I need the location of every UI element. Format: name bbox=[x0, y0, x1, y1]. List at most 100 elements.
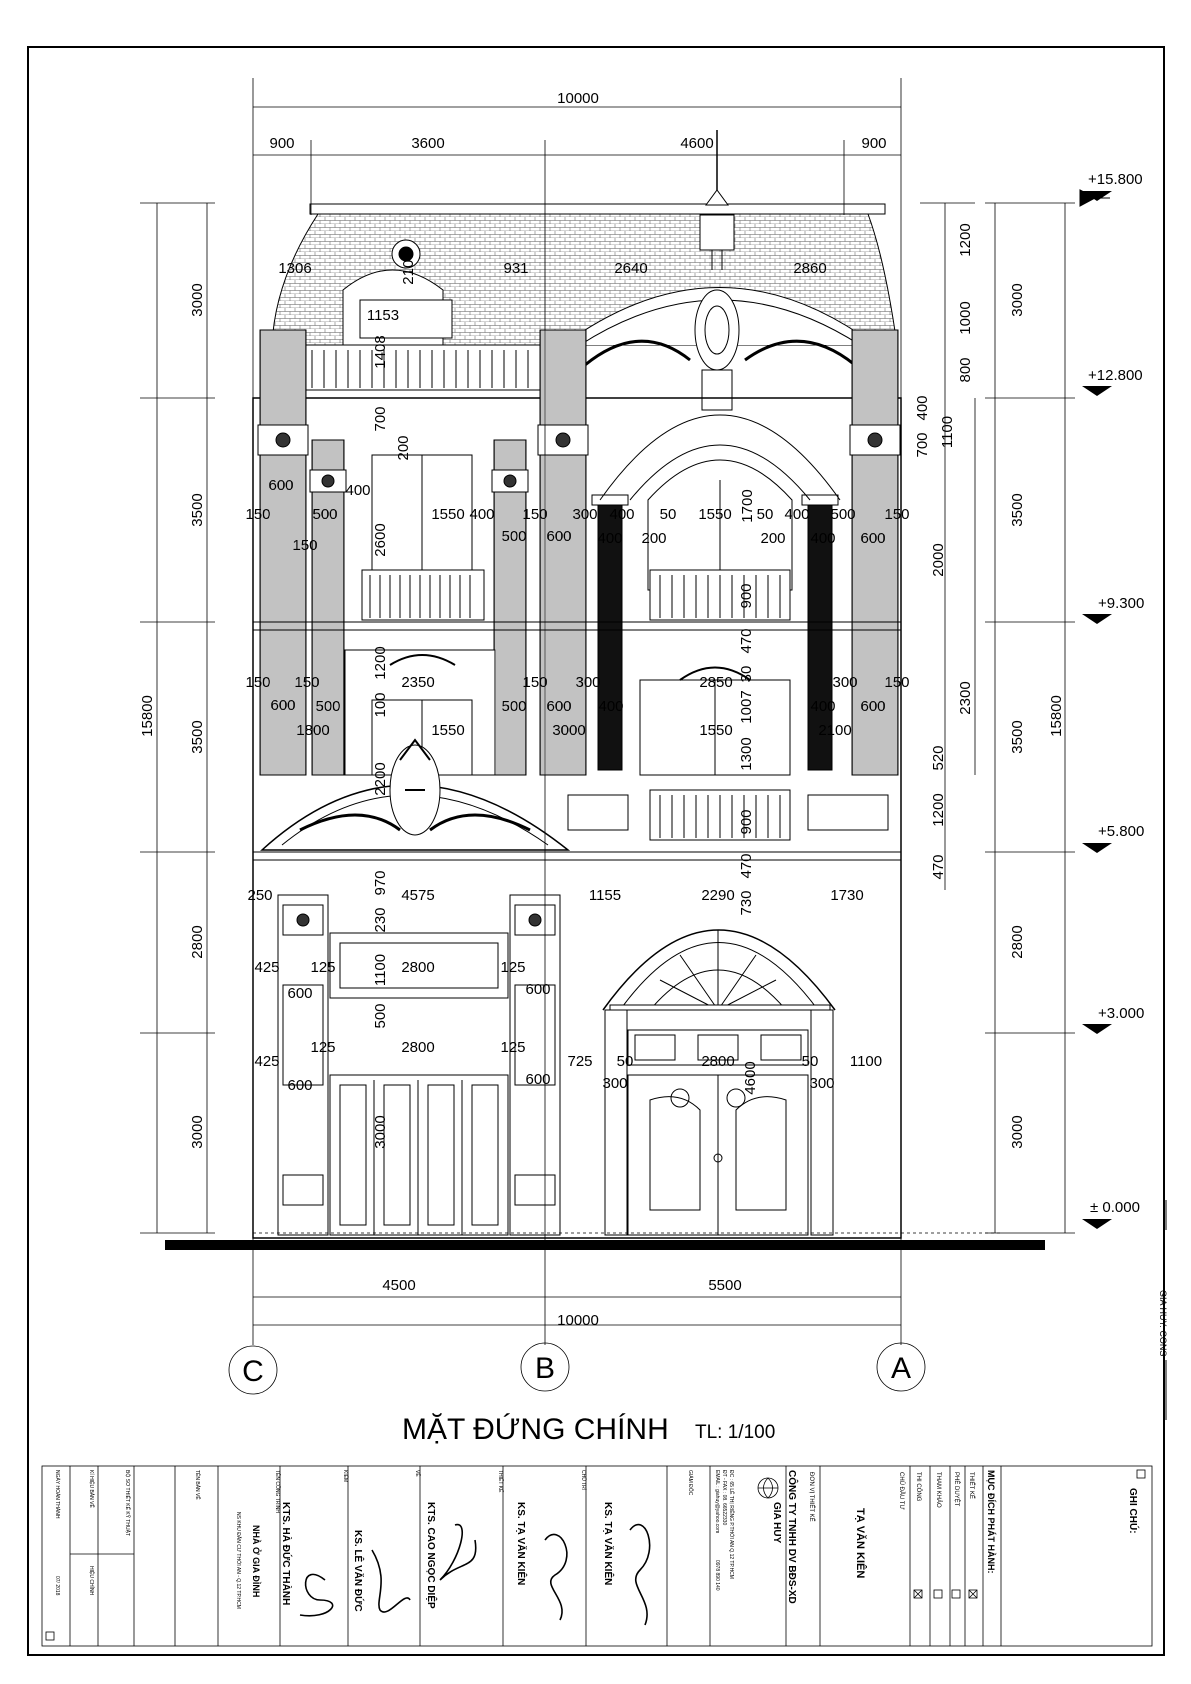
inner-dimension-label: 600 bbox=[860, 530, 885, 547]
inner-dimension-label: 400 bbox=[784, 506, 809, 523]
inner-dimension-label: 400 bbox=[810, 698, 835, 715]
investor-label: CHỦ ĐẦU TƯ bbox=[898, 1472, 905, 1510]
inner-dimension-label: 125 bbox=[500, 959, 525, 976]
inner-dimension-label: 150 bbox=[294, 674, 319, 691]
dim-right-detail: 400 bbox=[914, 395, 931, 420]
inner-dimension-label: 2200 bbox=[372, 762, 389, 795]
elevation-drawing bbox=[165, 130, 1045, 1250]
inner-dimension-label: 2100 bbox=[400, 251, 417, 284]
inner-dimension-label: 3000 bbox=[552, 722, 585, 739]
dim-right-detail: 520 bbox=[930, 745, 947, 770]
dim-bottom-4500: 4500 bbox=[382, 1277, 415, 1294]
dim-right-detail: 1000 bbox=[957, 301, 974, 334]
inner-dimension-label: 900 bbox=[738, 809, 755, 834]
role-label-check: KIỂM bbox=[342, 1470, 349, 1482]
dim-roof-2860: 2860 bbox=[793, 260, 826, 277]
dim-right-floor: 3500 bbox=[1009, 720, 1026, 753]
inner-dimension-label: 300 bbox=[602, 1075, 627, 1092]
purpose-item-design: THIẾT KẾ bbox=[968, 1472, 975, 1499]
inner-dimension-label: 1550 bbox=[431, 506, 464, 523]
inner-dimension-label: 100 bbox=[372, 692, 389, 717]
dim-roof-1306: 1306 bbox=[278, 260, 311, 277]
inner-dimension-label: 2800 bbox=[701, 1053, 734, 1070]
inner-dimension-label: 600 bbox=[287, 985, 312, 1002]
inner-dimension-label: 700 bbox=[372, 406, 389, 431]
dimension-lines bbox=[140, 78, 1075, 1345]
level-5800: +5.800 bbox=[1098, 823, 1144, 840]
inner-dimension-label: 150 bbox=[292, 537, 317, 554]
inner-dimension-label: 600 bbox=[268, 477, 293, 494]
dim-right-detail: 1100 bbox=[939, 416, 956, 448]
inner-dimension-label: 400 bbox=[345, 482, 370, 499]
company-email: EMAIL : giahuy@yahoo.com bbox=[714, 1470, 720, 1533]
level-triangles bbox=[1082, 191, 1112, 1229]
inner-dimension-label: 1550 bbox=[698, 506, 731, 523]
role-name-draw: KS. LÊ VĂN ĐỨC bbox=[352, 1530, 365, 1612]
inner-dimension-label: 150 bbox=[245, 674, 270, 691]
inner-dimension-label: 125 bbox=[500, 1039, 525, 1056]
grid-axis-a: A bbox=[891, 1352, 911, 1385]
inner-dimension-label: 1800 bbox=[296, 722, 329, 739]
inner-dimension-label: 600 bbox=[525, 981, 550, 998]
grid-axes bbox=[228, 1342, 926, 1395]
dim-right-overall: 15800 bbox=[1048, 695, 1065, 737]
inner-dimension-label: 150 bbox=[522, 506, 547, 523]
grid-axis-b: B bbox=[535, 1352, 555, 1385]
company-address: ĐC : 65 LÊ THỊ RIÊNG P.THỚI AN Q.12 TP.H… bbox=[728, 1470, 736, 1579]
company-mobile: 0978 890 140 bbox=[714, 1560, 720, 1591]
inner-dimension-label: 4600 bbox=[742, 1061, 759, 1094]
dim-right-detail: 700 bbox=[914, 432, 931, 457]
inner-dimension-label: 1200 bbox=[372, 646, 389, 679]
inner-dimension-label: 500 bbox=[312, 506, 337, 523]
dim-bottom-overall: 10000 bbox=[557, 1312, 599, 1329]
role-label-draw: VẼ bbox=[414, 1470, 421, 1477]
inner-dimension-label: 500 bbox=[501, 698, 526, 715]
dim-right-detail: 1200 bbox=[930, 793, 947, 826]
inner-dimension-label: 4575 bbox=[401, 887, 434, 904]
inner-dimension-label: 125 bbox=[310, 1039, 335, 1056]
dim-left-overall: 15800 bbox=[139, 695, 156, 737]
signature-kts-cao-ngoc-diep bbox=[439, 1523, 477, 1581]
revision-label: HIỆU CHỈNH bbox=[88, 1566, 96, 1596]
company-phone: ĐT - FAX : 08. 66522330 bbox=[721, 1470, 727, 1525]
purpose-item-reference: THAM KHẢO bbox=[935, 1472, 942, 1508]
inner-dimension-label: 2800 bbox=[401, 959, 434, 976]
dim-top-900-left: 900 bbox=[269, 135, 294, 152]
inner-dimension-label: 150 bbox=[522, 674, 547, 691]
signatures bbox=[299, 1523, 651, 1626]
grid-axis-c: C bbox=[242, 1355, 264, 1388]
role-name-check: KTS. HÀ ĐỨC THÀNH bbox=[280, 1502, 293, 1605]
dim-right-floor: 3500 bbox=[1009, 493, 1026, 526]
inner-dimension-label: 2600 bbox=[372, 523, 389, 556]
inner-dimension-label: 600 bbox=[287, 1077, 312, 1094]
project-label: TÊN CÔNG TRÌNH bbox=[274, 1470, 282, 1513]
inner-dimension-label: 600 bbox=[270, 697, 295, 714]
inner-dimension-label: 3000 bbox=[372, 1115, 389, 1148]
inner-dimension-label: 1100 bbox=[850, 1053, 882, 1070]
inner-dimension-label: 600 bbox=[546, 698, 571, 715]
signature-ks-le-van-duc bbox=[371, 1549, 411, 1613]
inner-dimension-label: 2800 bbox=[401, 1039, 434, 1056]
inner-dimension-label: 250 bbox=[247, 887, 272, 904]
signature-kts-ha-duc-thanh bbox=[299, 1573, 334, 1617]
inner-dimension-label: 50 bbox=[617, 1053, 634, 1070]
inner-dimension-label: 1100 bbox=[372, 954, 389, 986]
level-15800: +15.800 bbox=[1088, 171, 1143, 188]
role-label-director: GIÁM ĐỐC bbox=[687, 1470, 694, 1496]
dim-left-floor: 3500 bbox=[189, 720, 206, 753]
inner-dimension-label: 1550 bbox=[431, 722, 464, 739]
role-name-design: KTS. CAO NGỌC DIỆP bbox=[425, 1502, 438, 1609]
inner-dimension-label: 150 bbox=[245, 506, 270, 523]
level-0000: ± 0.000 bbox=[1090, 1199, 1140, 1216]
signature-ks-ta-van-kien-2 bbox=[629, 1523, 651, 1626]
drawing-scale: TL: 1/100 bbox=[695, 1422, 775, 1443]
inner-dimension-label: 600 bbox=[525, 1071, 550, 1088]
inner-dimension-label: 1730 bbox=[830, 887, 863, 904]
inner-dimension-label: 300 bbox=[575, 674, 600, 691]
dim-left-floor: 3000 bbox=[189, 283, 206, 316]
dim-top-900-right: 900 bbox=[861, 135, 886, 152]
inner-dimension-label: 200 bbox=[760, 530, 785, 547]
inner-dimension-label: 150 bbox=[884, 674, 909, 691]
